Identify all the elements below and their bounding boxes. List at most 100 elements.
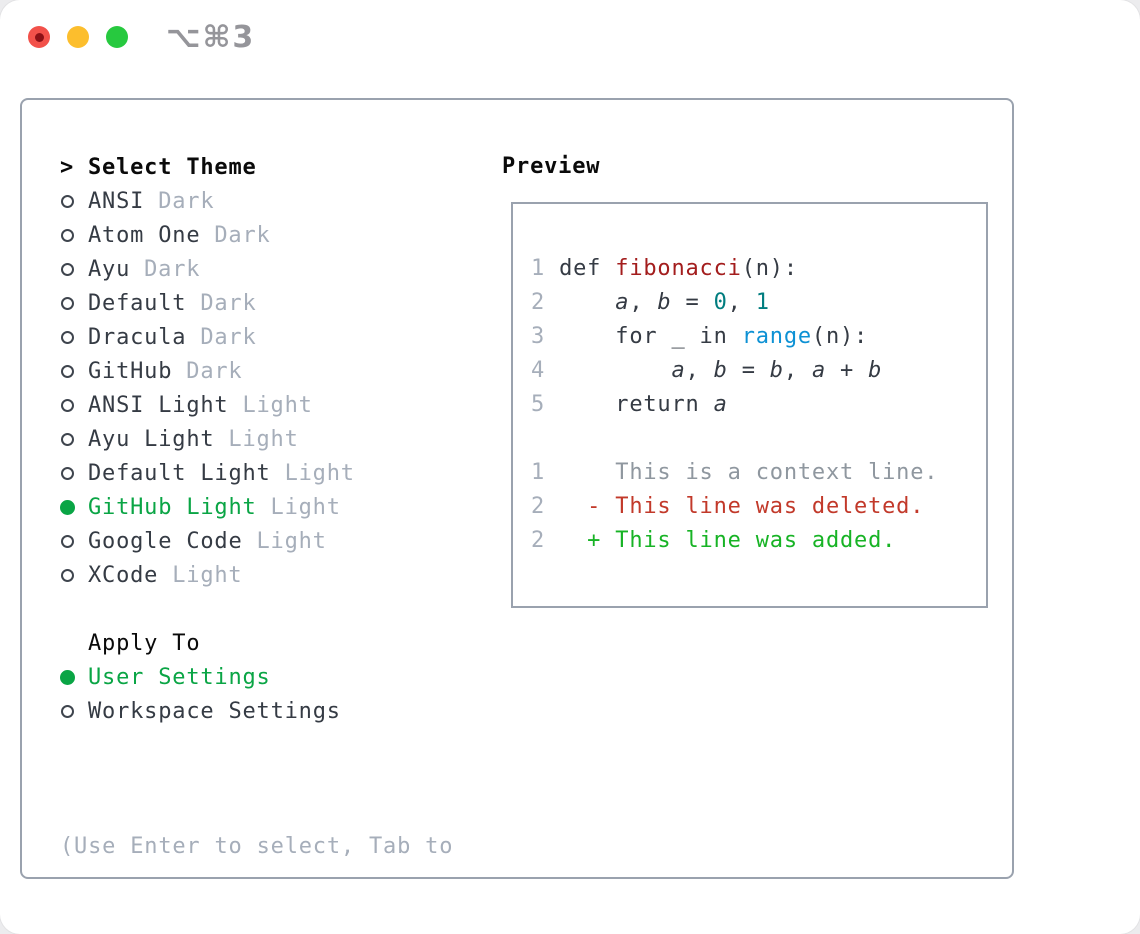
theme-name: GitHub [88, 358, 173, 384]
code-segment: a [713, 392, 728, 417]
line-number: 1 [531, 256, 560, 281]
titlebar: ⌥⌘3 [0, 0, 1140, 74]
theme-list-title: Select Theme [88, 154, 257, 180]
theme-variant-tag: Dark [200, 290, 257, 316]
apply-to-title: Apply To [88, 630, 201, 656]
radio-slot [60, 704, 88, 718]
code-line: 2 - This line was deleted. [531, 490, 938, 524]
code-segment: for _ in [559, 324, 742, 349]
radio-slot [60, 669, 88, 685]
radio-slot [60, 194, 88, 208]
radio-icon [61, 262, 74, 276]
radio-icon [61, 228, 74, 242]
code-line: 2 a, b = 0, 1 [531, 286, 938, 320]
theme-option[interactable]: Google Code Light [60, 524, 355, 558]
theme-variant-tag: Light [242, 392, 313, 418]
radio-icon [60, 499, 75, 515]
theme-variant-tag: Dark [214, 222, 271, 248]
close-button-icon[interactable] [28, 26, 50, 48]
theme-variant-tag: Light [284, 460, 355, 486]
radio-icon [61, 432, 74, 446]
theme-name: Google Code [88, 528, 243, 554]
radio-slot [60, 330, 88, 344]
apply-to-option[interactable]: User Settings [60, 660, 341, 694]
code-line: 4 a, b = b, a + b [531, 354, 938, 388]
theme-variant-tag: Dark [158, 188, 215, 214]
theme-option[interactable]: XCode Light [60, 558, 355, 592]
code-segment: fibonacci [615, 256, 742, 281]
radio-slot [60, 534, 88, 548]
code-segment: 0 [713, 290, 728, 315]
code-segment: a [811, 358, 826, 383]
theme-name: Default Light [88, 460, 271, 486]
radio-slot [60, 466, 88, 480]
code-segment: def [559, 256, 616, 281]
radio-icon [61, 330, 74, 344]
theme-variant-tag: Dark [186, 358, 243, 384]
theme-list-header: > Select Theme [60, 150, 355, 184]
code-segment [559, 358, 671, 383]
code-segment: return [559, 392, 714, 417]
code-segment: (n): [741, 256, 798, 281]
theme-variant-tag: Dark [200, 324, 257, 350]
theme-name: Dracula [88, 324, 187, 350]
apply-to-option[interactable]: Workspace Settings [60, 694, 341, 728]
code-segment: 1 [755, 290, 770, 315]
theme-variant-tag: Dark [144, 256, 201, 282]
line-number: 2 [531, 290, 560, 315]
code-segment: , [727, 290, 756, 315]
radio-icon [60, 669, 75, 685]
code-line: 2 + This line was added. [531, 524, 938, 558]
theme-option[interactable]: Dracula Dark [60, 320, 355, 354]
code-segment [559, 290, 615, 315]
radio-icon [61, 534, 74, 548]
code-segment: This is a context line. [559, 460, 939, 485]
line-number: 5 [531, 392, 560, 417]
line-number: 2 [531, 528, 560, 553]
code-segment: = [727, 358, 770, 383]
theme-option[interactable]: ANSI Dark [60, 184, 355, 218]
cursor-prefix: > [60, 154, 75, 180]
theme-variant-tag: Light [256, 528, 327, 554]
radio-slot [60, 296, 88, 310]
theme-name: XCode [88, 562, 159, 588]
theme-name: ANSI [88, 188, 145, 214]
code-line: 3 for _ in range(n): [531, 320, 938, 354]
line-number: 2 [531, 494, 560, 519]
theme-name: Default [88, 290, 187, 316]
code-line [531, 422, 938, 456]
code-line: 5 return a [531, 388, 938, 422]
code-segment: - This line was deleted. [559, 494, 925, 519]
theme-name: GitHub Light [88, 494, 257, 520]
keyboard-hint: (Use Enter to select, Tab to change focu… [60, 762, 453, 934]
theme-option[interactable]: Default Light Light [60, 456, 355, 490]
radio-slot [60, 364, 88, 378]
zoom-button-icon[interactable] [106, 26, 128, 48]
radio-icon [61, 704, 74, 718]
radio-slot [60, 432, 88, 446]
theme-option[interactable]: Default Dark [60, 286, 355, 320]
theme-name: Ayu Light [88, 426, 215, 452]
minimize-button-icon[interactable] [67, 26, 89, 48]
code-segment: (n): [811, 324, 869, 349]
code-segment: = [671, 290, 714, 315]
code-segment: b [713, 358, 728, 383]
apply-to-name: User Settings [88, 664, 271, 690]
radio-icon [61, 364, 74, 378]
theme-option[interactable]: GitHub Dark [60, 354, 355, 388]
code-segment: , [629, 290, 658, 315]
radio-icon [61, 466, 74, 480]
radio-slot [60, 262, 88, 276]
theme-variant-tag: Light [172, 562, 243, 588]
radio-icon [61, 194, 74, 208]
